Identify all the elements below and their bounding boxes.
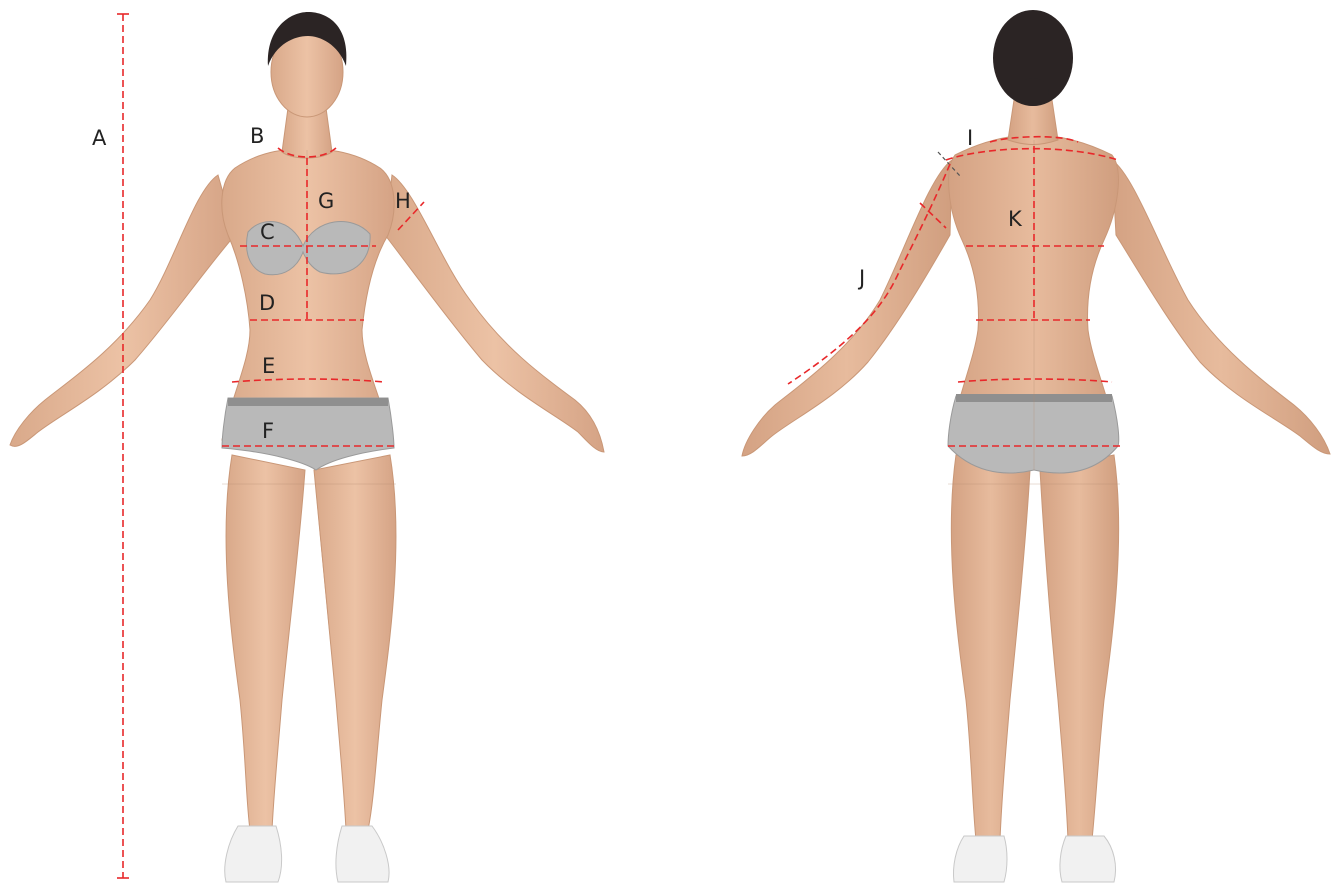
label-g: G [318, 189, 334, 213]
label-h: H [395, 189, 411, 213]
label-e: E [262, 354, 275, 378]
back-right-shoe [1060, 836, 1116, 882]
label-a: A [92, 126, 107, 150]
front-torso [222, 149, 394, 440]
label-b: B [250, 124, 264, 148]
back-left-leg [951, 455, 1030, 840]
back-right-leg [1040, 455, 1119, 840]
back-left-shoe [953, 836, 1007, 882]
back-briefs [948, 396, 1119, 473]
label-k: K [1008, 207, 1023, 231]
label-i: I [967, 126, 973, 150]
back-hair-bun [1017, 78, 1049, 106]
front-right-shoe [336, 826, 389, 882]
label-c: C [260, 220, 275, 244]
front-right-leg [314, 455, 396, 830]
back-right-arm [1112, 160, 1330, 454]
label-j: J [857, 266, 865, 290]
label-d: D [259, 291, 275, 315]
front-right-arm [385, 175, 604, 452]
front-briefs-waistband [228, 398, 388, 406]
front-left-leg [226, 455, 305, 830]
front-left-shoe [225, 826, 282, 882]
label-f: F [262, 419, 274, 443]
